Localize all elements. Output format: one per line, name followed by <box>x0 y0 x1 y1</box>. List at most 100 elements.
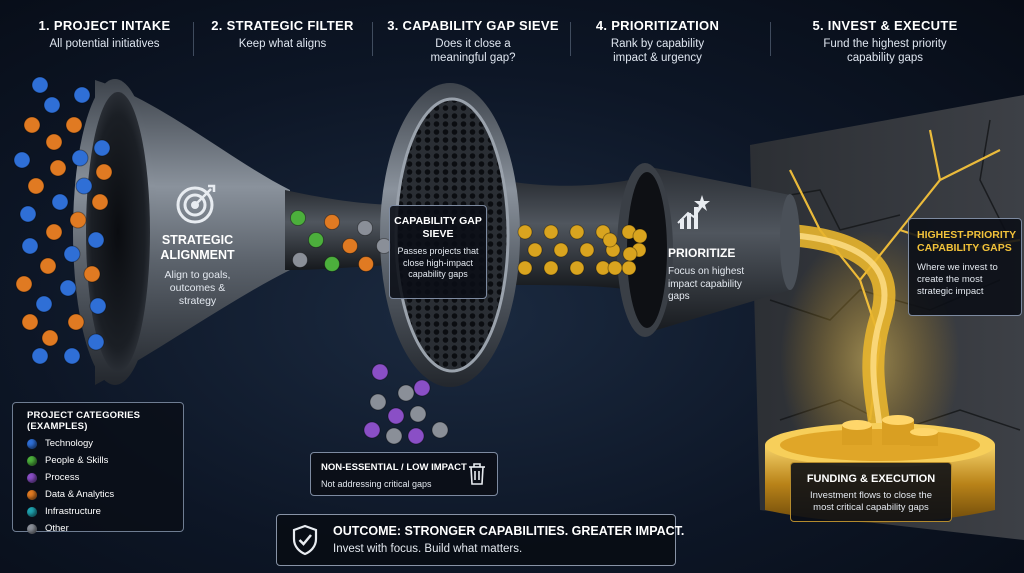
gold-ball <box>527 242 543 258</box>
gold-ball <box>622 246 638 262</box>
project-ball <box>358 256 374 272</box>
project-ball <box>87 333 105 351</box>
project-ball <box>407 427 425 445</box>
project-ball <box>23 116 41 134</box>
gold-ball <box>607 260 623 276</box>
step-1-subtitle: All potential initiatives <box>49 38 160 50</box>
outcome-title: OUTCOME: STRONGER CAPABILITIES. GREATER … <box>333 524 685 538</box>
project-ball <box>342 238 358 254</box>
project-ball <box>292 252 308 268</box>
project-ball <box>43 96 61 114</box>
step-5-subtitle: Fund the highest priority capability gap… <box>823 38 947 64</box>
legend-swatch <box>27 455 37 466</box>
legend-item: People & Skills <box>27 455 183 466</box>
step-divider <box>570 22 571 56</box>
step-2: 2. STRATEGIC FILTER Keep what aligns <box>200 18 365 51</box>
project-ball <box>95 163 113 181</box>
project-ball <box>385 427 403 445</box>
project-ball <box>83 265 101 283</box>
project-ball <box>13 151 31 169</box>
legend-item: Technology <box>27 438 183 449</box>
step-2-title: 2. STRATEGIC FILTER <box>211 18 354 33</box>
rejected-title: NON-ESSENTIAL / LOW IMPACT <box>321 462 467 473</box>
gold-ball <box>569 260 585 276</box>
project-ball <box>75 177 93 195</box>
legend-label: Other <box>45 523 69 534</box>
legend-item: Other <box>27 523 183 534</box>
legend-label: Technology <box>45 438 94 449</box>
project-ball <box>27 177 45 195</box>
coin-stacks <box>842 415 938 446</box>
step-4-subtitle: Rank by capability impact & urgency <box>610 38 705 64</box>
gold-project-balls <box>517 224 648 276</box>
legend-swatch <box>27 438 37 449</box>
step-5: 5. INVEST & EXECUTE Fund the highest pri… <box>790 18 980 65</box>
project-ball <box>63 245 81 263</box>
legend-swatch <box>27 489 37 500</box>
project-ball <box>413 379 431 397</box>
legend-title: PROJECT CATEGORIES (EXAMPLES) <box>27 410 141 432</box>
step-divider <box>372 22 373 56</box>
prioritize-title: PRIORITIZE <box>668 246 736 260</box>
outcome-text: Invest with focus. Build what matters. <box>333 543 523 555</box>
step-1-title: 1. PROJECT INTAKE <box>38 18 171 33</box>
step-4: 4. PRIORITIZATION Rank by capability imp… <box>575 18 740 65</box>
gold-ball <box>579 242 595 258</box>
project-ball <box>89 297 107 315</box>
project-ball <box>397 384 415 402</box>
highest-priority-callout: HIGHEST-PRIORITY CAPABILITY GAPS Where w… <box>908 218 1022 316</box>
rejected-project-balls <box>363 363 449 445</box>
legend-label: Infrastructure <box>45 506 101 517</box>
gold-ball <box>517 260 533 276</box>
legend-label: Data & Analytics <box>45 489 115 500</box>
sieve-title: CAPABILITY GAP SIEVE <box>394 215 482 240</box>
step-1: 1. PROJECT INTAKE All potential initiati… <box>22 18 187 51</box>
project-ball <box>31 347 49 365</box>
outcome-banner: OUTCOME: STRONGER CAPABILITIES. GREATER … <box>276 514 684 566</box>
gold-ball <box>569 224 585 240</box>
project-ball <box>19 205 37 223</box>
gold-ball <box>602 232 618 248</box>
category-legend: PROJECT CATEGORIES (EXAMPLES) Technology… <box>12 402 184 534</box>
project-ball <box>41 329 59 347</box>
legend-item: Process <box>27 472 183 483</box>
project-ball <box>93 139 111 157</box>
legend-label: Process <box>45 472 80 483</box>
project-ball <box>324 256 340 272</box>
step-5-title: 5. INVEST & EXECUTE <box>812 18 958 33</box>
project-ball <box>371 363 389 381</box>
project-ball <box>21 237 39 255</box>
project-ball <box>35 295 53 313</box>
shield-check-icon <box>292 524 318 556</box>
trash-icon <box>469 463 485 485</box>
project-ball <box>21 313 39 331</box>
funding-title: FUNDING & EXECUTION <box>806 473 936 485</box>
project-ball <box>51 193 69 211</box>
gold-ball <box>543 260 559 276</box>
project-ball <box>49 159 67 177</box>
step-3: 3. CAPABILITY GAP SIEVE Does it close a … <box>378 18 568 65</box>
project-ball <box>91 193 109 211</box>
highest-priority-title: HIGHEST-PRIORITY CAPABILITY GAPS <box>917 229 1017 254</box>
project-ball <box>45 133 63 151</box>
project-ball <box>73 86 91 104</box>
project-ball <box>31 76 49 94</box>
project-ball <box>15 275 33 293</box>
project-ball <box>369 393 387 411</box>
project-ball <box>59 279 77 297</box>
funding-callout: FUNDING & EXECUTION Investment flows to … <box>790 462 952 522</box>
funnel-prioritize <box>640 165 790 335</box>
project-ball <box>71 149 89 167</box>
strategic-alignment-text: Align to goals, outcomes & strategy <box>164 269 231 307</box>
filtered-project-balls <box>290 210 392 272</box>
step-4-title: 4. PRIORITIZATION <box>595 18 720 33</box>
funding-text: Investment flows to close the most criti… <box>810 490 932 513</box>
project-ball <box>39 257 57 275</box>
project-ball <box>387 407 405 425</box>
project-ball <box>63 347 81 365</box>
strategic-alignment-title: STRATEGIC ALIGNMENT <box>160 233 235 262</box>
step-3-title: 3. CAPABILITY GAP SIEVE <box>387 18 559 33</box>
target-icon <box>176 184 216 224</box>
